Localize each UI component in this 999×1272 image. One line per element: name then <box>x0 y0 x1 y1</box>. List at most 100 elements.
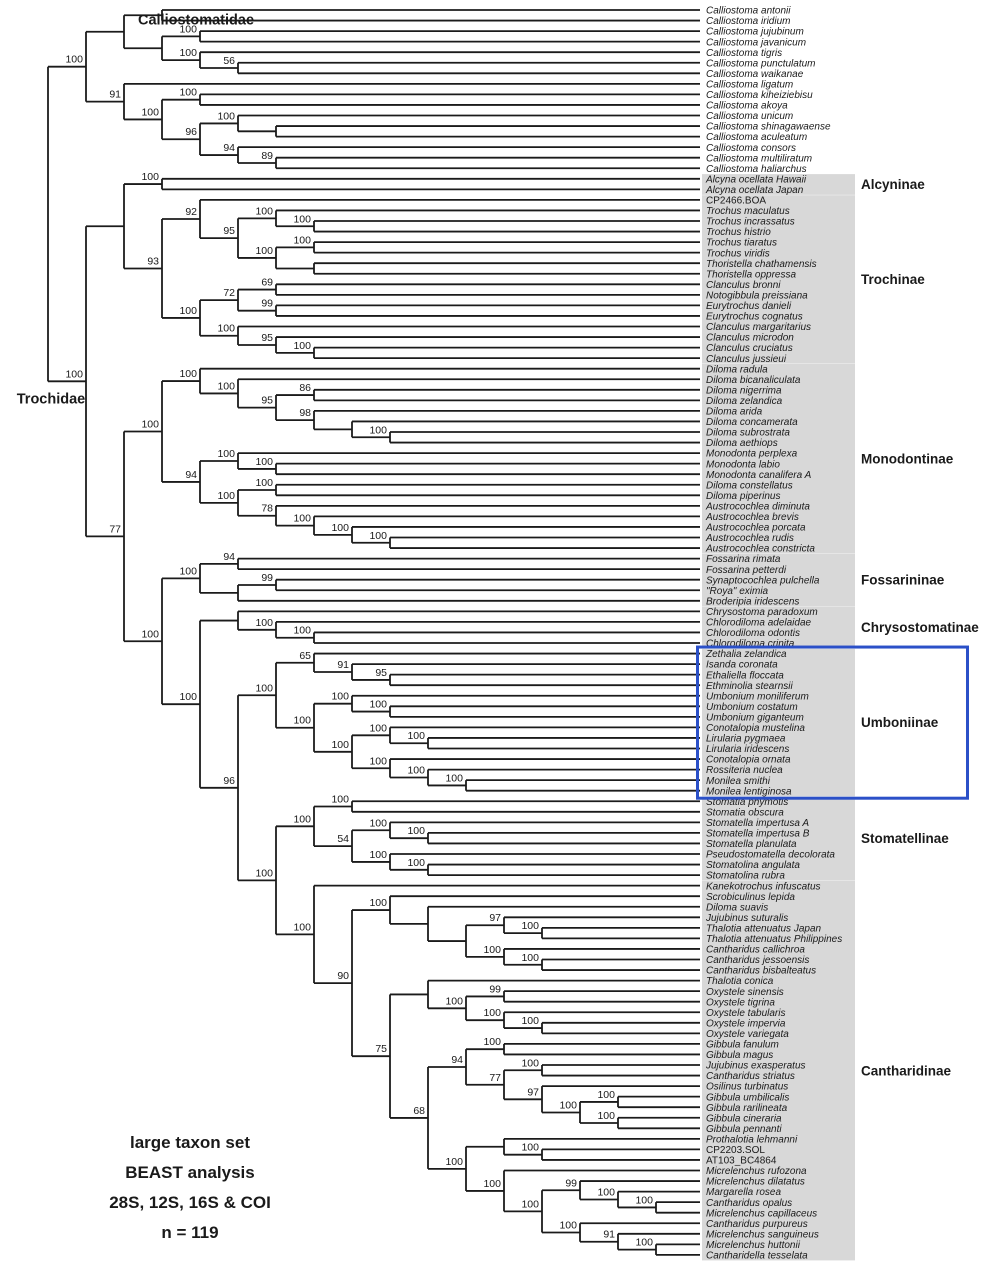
taxon-label: Conotalopia ornata <box>706 755 791 766</box>
support-value: 100 <box>179 368 197 380</box>
support-value: 100 <box>141 106 159 118</box>
taxon-label: Fossarina rimata <box>706 554 781 565</box>
taxon-label: Rossiteria nuclea <box>706 765 783 776</box>
taxon-label: Austrocochlea constricta <box>705 544 815 555</box>
support-value: 86 <box>299 382 311 394</box>
support-value: 90 <box>337 970 349 982</box>
taxon-label: Austrocochlea brevis <box>705 512 799 523</box>
taxon-label: Umbonium moniliferum <box>706 691 809 702</box>
taxon-label: Clanculus bronni <box>706 280 781 291</box>
family-label: Trochidae <box>17 391 86 407</box>
support-value: 100 <box>331 739 349 751</box>
support-value: 97 <box>527 1086 539 1098</box>
taxon-label: Trochus histrio <box>706 227 771 238</box>
support-value: 96 <box>185 126 197 138</box>
support-value: 100 <box>635 1237 653 1249</box>
support-value: 100 <box>445 1156 463 1168</box>
support-value: 100 <box>217 110 235 122</box>
taxon-label: Calliostoma tigris <box>706 48 782 59</box>
support-value: 100 <box>597 1110 615 1122</box>
subfamily-box <box>702 364 855 554</box>
taxon-label: Diloma aethiops <box>706 438 778 449</box>
support-value: 56 <box>223 55 235 67</box>
support-value: 75 <box>375 1043 387 1055</box>
taxon-label: Stomatolina angulata <box>706 860 800 871</box>
subfamily-label: Monodontinae <box>861 451 954 466</box>
taxon-label: Monodonta perplexa <box>706 449 798 460</box>
taxon-label: Alcyna ocellata Japan <box>705 185 804 196</box>
taxon-label: Diloma nigerrima <box>706 385 782 396</box>
taxon-label: Cantharidus jessoensis <box>706 955 809 966</box>
support-value: 100 <box>521 1015 539 1027</box>
family-label: Calliostomatidae <box>138 13 254 29</box>
taxon-label: Trochus viridis <box>706 248 770 259</box>
support-value: 100 <box>445 772 463 784</box>
taxon-label: Diloma arida <box>706 407 763 418</box>
taxon-label: Thalotia attenuatus Philippines <box>706 934 842 945</box>
taxon-label: Cantharidella tesselata <box>706 1251 808 1262</box>
support-value: 100 <box>141 171 159 183</box>
taxon-label: Stomatia obscura <box>706 807 784 818</box>
support-value: 100 <box>293 340 311 352</box>
support-value: 100 <box>65 368 83 380</box>
subfamily-box <box>702 880 855 1261</box>
taxon-label: Oxystele sinensis <box>706 987 784 998</box>
taxon-label: Micrelenchus rufozona <box>706 1166 807 1177</box>
support-value: 91 <box>603 1229 615 1241</box>
annotation-line: BEAST analysis <box>125 1163 255 1182</box>
taxon-label: Trochus tiaratus <box>706 238 777 249</box>
support-value: 100 <box>369 424 387 436</box>
taxon-label: Diloma bicanaliculata <box>706 375 801 386</box>
taxon-label: Notogibbula preissiana <box>706 290 808 301</box>
support-value: 100 <box>141 419 159 431</box>
support-value: 100 <box>65 54 83 66</box>
subfamily-label: Chrysostomatinae <box>861 620 979 635</box>
support-value: 100 <box>407 765 425 777</box>
taxon-label: Kanekotrochus infuscatus <box>706 881 821 892</box>
taxon-label: Eurytrochus cognatus <box>706 312 803 323</box>
support-value: 100 <box>521 952 539 964</box>
support-value: 100 <box>217 490 235 502</box>
subfamily-box <box>702 796 855 881</box>
support-value: 100 <box>293 213 311 225</box>
subfamily-label: Trochinae <box>861 272 925 287</box>
analysis-annotation: large taxon set BEAST analysis 28S, 12S,… <box>55 1128 325 1248</box>
taxon-label: Zethalia zelandica <box>705 649 787 660</box>
taxon-label: Cantharidus purpureus <box>706 1219 808 1230</box>
taxon-label: Calliostoma multiliratum <box>706 153 812 164</box>
taxon-label: Calliostoma ligatum <box>706 79 793 90</box>
support-value: 100 <box>483 1007 501 1019</box>
subfamily-label: Umboniinae <box>861 715 939 730</box>
taxon-label: Eurytrochus danieli <box>706 301 792 312</box>
taxon-label: Jujubinus exasperatus <box>705 1061 806 1072</box>
taxon-label: Calliostoma punctulatum <box>706 58 816 69</box>
support-value: 100 <box>217 380 235 392</box>
taxon-label: Calliostoma waikanae <box>706 69 804 80</box>
support-value: 100 <box>255 245 273 257</box>
taxon-label: Isanda coronata <box>706 660 778 671</box>
taxon-label: Monodonta canalifera A <box>706 470 812 481</box>
support-value: 100 <box>521 1142 539 1154</box>
support-value: 98 <box>299 407 311 419</box>
support-value: 100 <box>179 47 197 59</box>
taxon-label: Micrelenchus dilatatus <box>706 1177 805 1188</box>
taxon-label: Trochus maculatus <box>706 206 790 217</box>
taxon-label: Austrocochlea diminuta <box>705 501 810 512</box>
support-value: 91 <box>109 89 121 101</box>
support-value: 92 <box>185 206 197 218</box>
subfamily-label: Stomatellinae <box>861 831 949 846</box>
support-value: 54 <box>337 833 349 845</box>
taxon-label: Calliostoma shinagawaense <box>706 122 831 133</box>
support-value: 100 <box>445 995 463 1007</box>
support-value: 99 <box>565 1177 577 1189</box>
taxon-label: Diloma zelandica <box>706 396 783 407</box>
taxon-label: Gibbula fanulum <box>706 1040 779 1051</box>
support-value: 94 <box>223 142 235 154</box>
taxon-label: Austrocochlea rudis <box>705 533 794 544</box>
taxon-label: Pseudostomatella decolorata <box>706 850 835 861</box>
taxon-label: Clanculus microdon <box>706 333 794 344</box>
taxon-label: Cantharidus bisbalteatus <box>706 966 816 977</box>
support-value: 95 <box>261 395 273 407</box>
taxon-label: Stomatolina rubra <box>706 871 785 882</box>
support-value: 97 <box>489 912 501 924</box>
